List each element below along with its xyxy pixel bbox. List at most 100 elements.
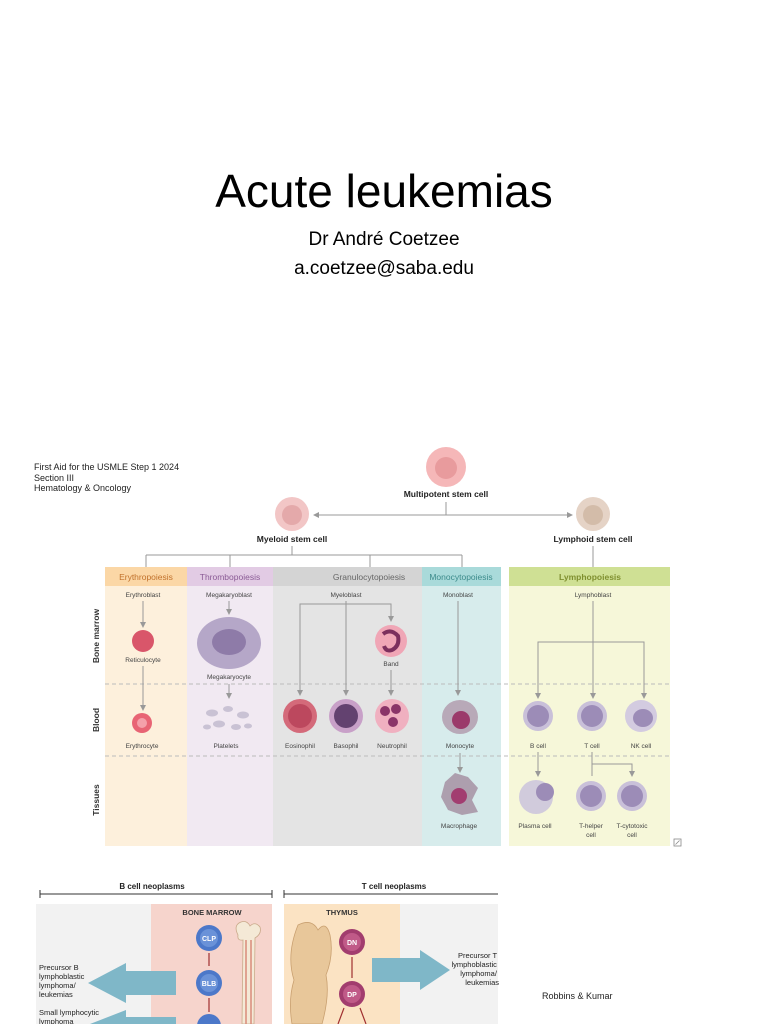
author-email[interactable]: a.coetzee@saba.edu bbox=[294, 258, 474, 279]
author-name: Dr André Coetzee bbox=[308, 229, 460, 250]
nucleus-icon bbox=[282, 505, 302, 525]
nucleus-icon bbox=[583, 505, 603, 525]
blb-label: BLB bbox=[202, 981, 216, 988]
nucleus-icon bbox=[527, 705, 549, 727]
arrow bbox=[297, 603, 346, 696]
nucleus-icon bbox=[633, 709, 653, 727]
precursor-t-line: lymphoma/ bbox=[460, 969, 498, 978]
platelets-label: Platelets bbox=[214, 743, 240, 750]
band-label: Band bbox=[383, 661, 399, 668]
source-line: Hematology & Oncology bbox=[34, 483, 132, 493]
figure-credit: Robbins & Kumar bbox=[542, 991, 613, 1001]
clp-label: CLP bbox=[202, 936, 216, 943]
neutrophil-label: Neutrophil bbox=[377, 743, 407, 750]
t-cell-bracket bbox=[283, 890, 498, 898]
source-line: Section III bbox=[34, 472, 75, 483]
nucleus-icon bbox=[621, 785, 643, 807]
thymus-label: THYMUS bbox=[326, 908, 358, 917]
nucleus-icon bbox=[200, 974, 218, 992]
nucleus-icon bbox=[580, 785, 602, 807]
thrombo-header bbox=[187, 567, 273, 586]
cell-icon bbox=[197, 1014, 221, 1024]
source-line: First Aid for the USMLE Step 1 2024 bbox=[34, 462, 180, 472]
t-helper-label-2: cell bbox=[586, 832, 596, 839]
basophil-label: Basophil bbox=[334, 743, 359, 750]
nucleus-icon bbox=[435, 457, 457, 479]
hematopoiesis-diagram: Multipotent stem cell Myeloid stem cell … bbox=[91, 447, 682, 847]
nucleus-icon bbox=[343, 933, 361, 951]
precursor-b-line: lymphoma/ bbox=[39, 981, 77, 990]
left-background bbox=[36, 904, 151, 1024]
dn-label: DN bbox=[347, 940, 357, 947]
granulocytopoiesis-label: Granulocytopoiesis bbox=[333, 572, 405, 582]
myeloid-label: Myeloid stem cell bbox=[257, 534, 327, 544]
b-cell-bracket bbox=[39, 890, 273, 898]
t-cytotoxic-label-1: T-cytotoxic bbox=[616, 823, 648, 830]
erythroblast-label: Erythroblast bbox=[126, 592, 161, 599]
bone-icon bbox=[235, 921, 261, 1024]
bone-vessel-icon bbox=[245, 940, 252, 1024]
small-lymphocytic-arrow-icon bbox=[90, 1010, 176, 1024]
dp-label: DP bbox=[347, 992, 357, 999]
row-label-bone-marrow: Bone marrow bbox=[91, 608, 101, 663]
b-cell-neoplasms-header: B cell neoplasms bbox=[119, 882, 185, 891]
figure-source-caption: First Aid for the USMLE Step 1 2024 Sect… bbox=[34, 462, 179, 494]
granules-icon bbox=[334, 704, 358, 728]
precursor-t-arrow-icon bbox=[372, 950, 450, 990]
arrow bbox=[591, 752, 632, 776]
thrombopoiesis-label: Thrombopoiesis bbox=[200, 572, 260, 582]
erythrocyte-label: Erythrocyte bbox=[126, 743, 159, 750]
precursor-b-line: leukemias bbox=[39, 990, 73, 999]
t-cytotoxic-label-2: cell bbox=[627, 832, 637, 839]
precursor-t-line: Precursor T bbox=[458, 951, 497, 960]
nucleus-lobe-icon bbox=[380, 706, 390, 716]
megakaryocyte-label: Megakaryocyte bbox=[207, 674, 251, 681]
erythropoiesis-label: Erythropoiesis bbox=[119, 572, 173, 582]
row-label-blood: Blood bbox=[91, 708, 101, 732]
nucleus-icon bbox=[381, 629, 401, 653]
nucleus-lobe-icon bbox=[388, 717, 398, 727]
nucleus-icon bbox=[343, 985, 361, 1003]
nucleus-lobe-icon bbox=[391, 704, 401, 714]
arrow bbox=[346, 603, 394, 622]
bone-marrow-label: BONE MARROW bbox=[182, 908, 242, 917]
platelets-icon bbox=[203, 706, 252, 730]
reticulocyte-label: Reticulocyte bbox=[125, 657, 161, 664]
monocytopoiesis-label: Monocytopoiesis bbox=[429, 572, 492, 582]
lymphoid-label: Lymphoid stem cell bbox=[553, 534, 632, 544]
lymphoblast-label: Lymphoblast bbox=[575, 592, 612, 599]
precursor-t-label: Precursor T lymphoblastic lymphoma/ leuk… bbox=[451, 951, 499, 987]
branch-lines bbox=[537, 641, 645, 698]
t-cell-neoplasms-header: T cell neoplasms bbox=[362, 882, 427, 891]
t-cell-label: T cell bbox=[584, 743, 600, 750]
nucleus-icon bbox=[581, 705, 603, 727]
granules-icon bbox=[288, 704, 312, 728]
nucleus-icon bbox=[451, 788, 467, 804]
plasma-cell-label: Plasma cell bbox=[518, 823, 552, 830]
precursor-t-line: lymphoblastic bbox=[451, 960, 497, 969]
mono-header bbox=[422, 567, 501, 586]
nucleus-icon bbox=[536, 783, 554, 801]
erythrocyte-center-icon bbox=[137, 718, 147, 728]
precursor-b-line: Precursor B bbox=[39, 963, 79, 972]
small-lymphocytic-label: Small lymphocytic lymphoma bbox=[39, 1008, 101, 1024]
lymphopoiesis-label: Lymphopoiesis bbox=[559, 572, 621, 582]
myeloblast-label: Myeloblast bbox=[330, 592, 361, 599]
nucleus-icon bbox=[212, 629, 246, 655]
megakaryoblast-label: Megakaryoblast bbox=[206, 592, 252, 599]
nucleus-icon bbox=[452, 711, 470, 729]
small-lymphocytic-line: lymphoma bbox=[39, 1017, 74, 1024]
precursor-t-line: leukemias bbox=[465, 978, 499, 987]
multipotent-label: Multipotent stem cell bbox=[404, 489, 489, 499]
eosinophil-label: Eosinophil bbox=[285, 743, 316, 750]
b-cell-label: B cell bbox=[530, 743, 546, 750]
t-helper-label-1: T-helper bbox=[579, 823, 604, 830]
arrow bbox=[337, 1007, 367, 1024]
slide-title: Acute leukemias bbox=[215, 165, 553, 217]
myeloid-branch-lines bbox=[145, 546, 463, 567]
precursor-b-arrow-icon bbox=[88, 963, 176, 1003]
expand-icon-arrow bbox=[675, 840, 680, 845]
row-label-tissues: Tissues bbox=[91, 784, 101, 816]
erythro-column bbox=[105, 567, 187, 846]
